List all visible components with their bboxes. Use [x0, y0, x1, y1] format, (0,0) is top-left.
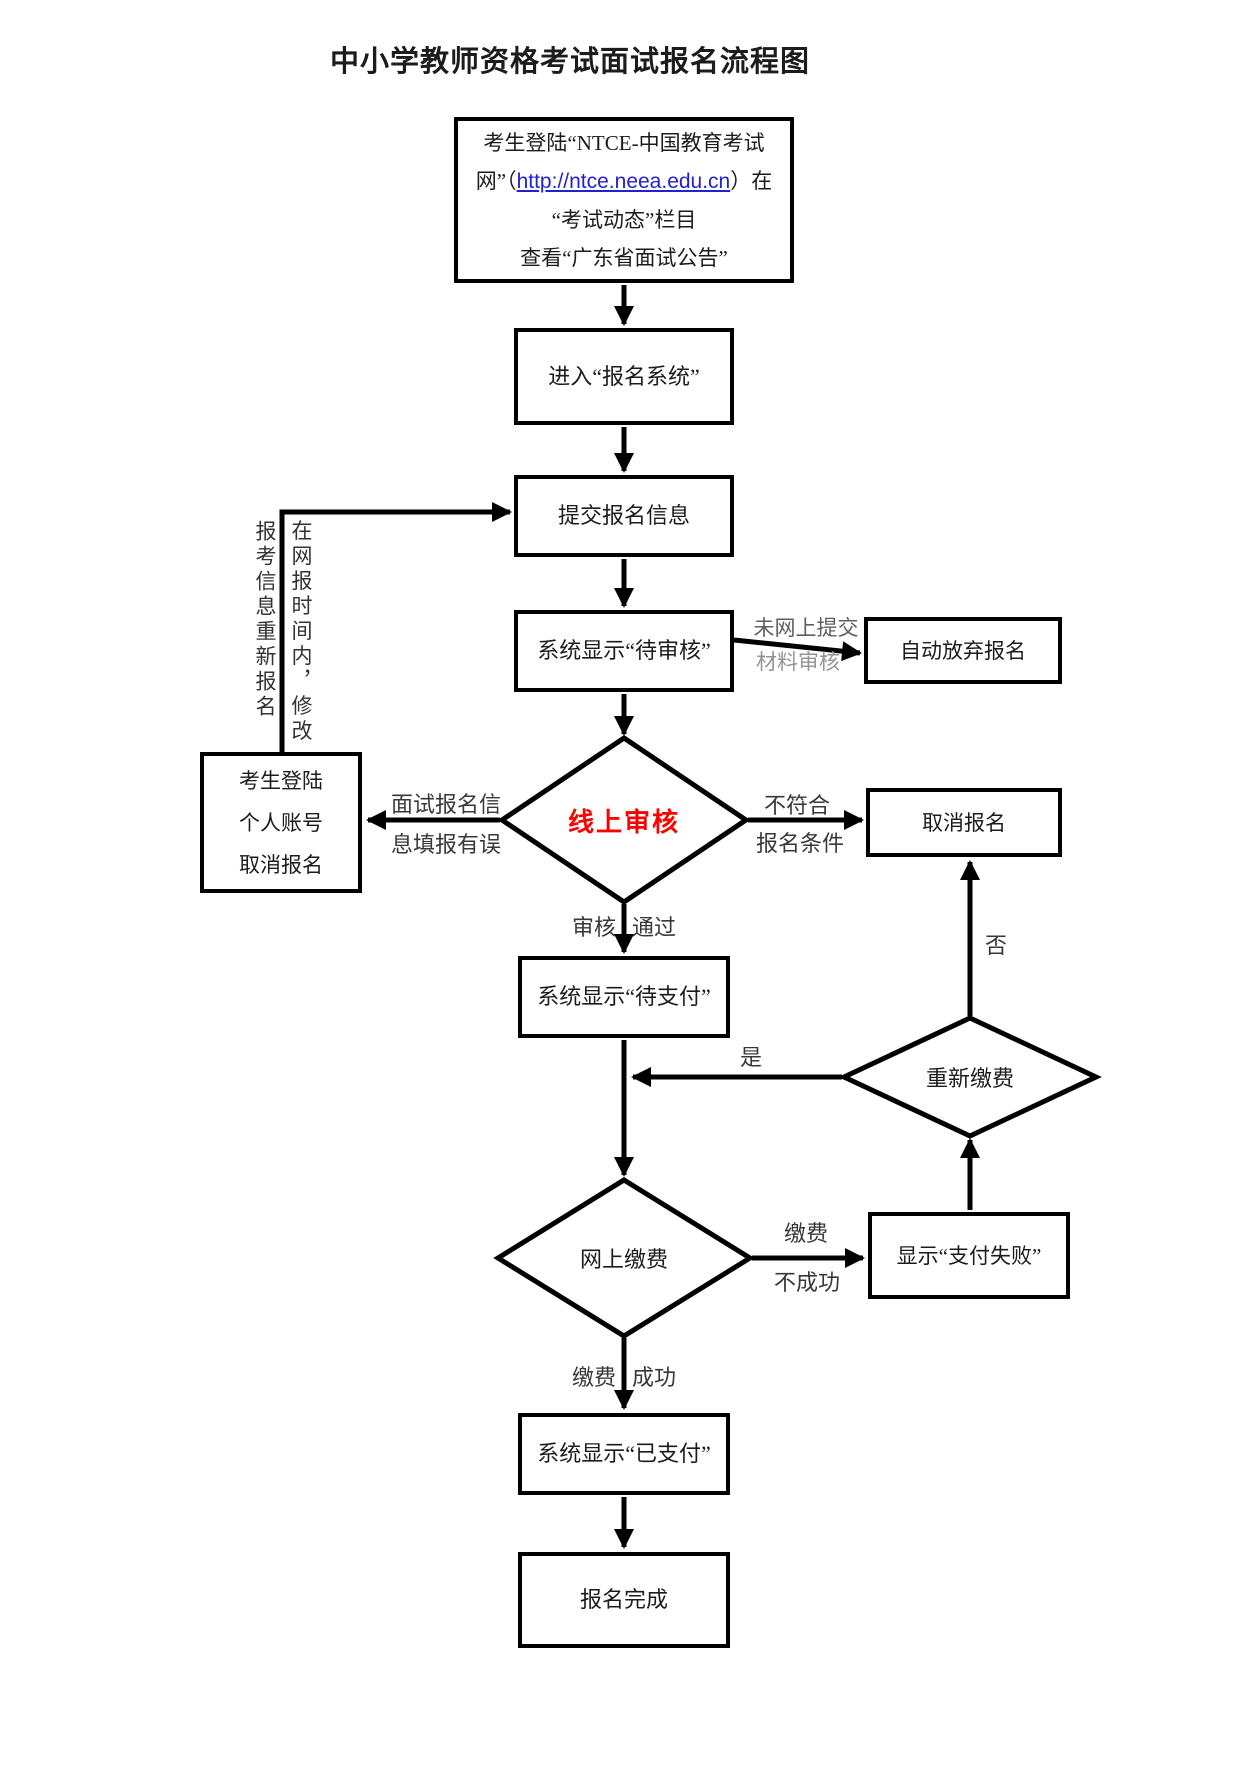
label-yes: 是 — [739, 1045, 763, 1070]
login-portal-line3: “考试动态”栏目 — [551, 207, 697, 232]
pending-payment-label: 系统显示“待支付” — [537, 984, 711, 1009]
label-not-qualified-1: 不符合 — [763, 793, 831, 818]
label-no: 否 — [984, 933, 1008, 958]
node-enter-system: 进入“报名系统” — [514, 328, 734, 425]
cancel-registration-label: 取消报名 — [922, 810, 1006, 835]
label-pay: 缴费 — [571, 1365, 616, 1390]
decision-online-review-shape — [497, 734, 751, 906]
decision-repay-label: 重新缴费 — [880, 1057, 1060, 1097]
node-pending-payment: 系统显示“待支付” — [518, 956, 730, 1038]
complete-label: 报名完成 — [579, 1587, 668, 1612]
cancel-account-line1: 考生登陆 — [239, 768, 323, 793]
login-portal-line2-suffix: ）在 — [730, 168, 773, 193]
ntce-link[interactable]: http://ntce.neea.edu.cn — [516, 169, 731, 193]
node-complete: 报名完成 — [518, 1552, 730, 1648]
label-info-error-1: 面试报名信 — [390, 792, 502, 817]
label-pay-fail-1: 缴费 — [783, 1221, 829, 1246]
page-title: 中小学教师资格考试面试报名流程图 — [329, 46, 810, 78]
node-paid: 系统显示“已支付” — [518, 1413, 730, 1495]
online-payment-text: 网上缴费 — [579, 1247, 668, 1272]
decision-repay-shape — [838, 1015, 1102, 1139]
online-review-text: 线上审核 — [567, 807, 680, 837]
login-portal-line1: 考生登陆“NTCE-中国教育考试 — [483, 130, 765, 155]
node-cancel-registration: 取消报名 — [866, 788, 1062, 857]
decision-online-payment-shape — [493, 1177, 755, 1339]
label-pass: 通过 — [632, 915, 677, 940]
edge-pending-review-to-abandon — [733, 637, 862, 662]
cancel-account-line2: 个人账号 — [239, 810, 323, 835]
side-note-reapply: 报考信息重新报名 — [253, 520, 277, 720]
repay-text: 重新缴费 — [925, 1066, 1014, 1091]
enter-system-label: 进入“报名系统” — [548, 363, 700, 389]
edge-reapply-feedback — [279, 502, 512, 752]
label-review: 审核 — [571, 915, 616, 940]
label-pay-fail-2: 不成功 — [773, 1270, 841, 1295]
node-payment-failed: 显示“支付失败” — [868, 1212, 1070, 1299]
label-not-qualified-2: 报名条件 — [755, 831, 845, 856]
label-review-pass: 审核 通过 — [572, 910, 676, 942]
node-login-portal: 考生登陆“NTCE-中国教育考试 网”（http://ntce.neea.edu… — [454, 117, 794, 283]
node-cancel-via-account: 考生登陆 个人账号 取消报名 — [200, 752, 362, 893]
submit-info-label: 提交报名信息 — [557, 503, 690, 528]
login-portal-line2: 网”（http://ntce.neea.edu.cn）在 — [476, 162, 773, 201]
label-pay-success: 缴费 成功 — [572, 1360, 676, 1392]
decision-online-payment-label: 网上缴费 — [524, 1238, 724, 1278]
login-portal-line2-prefix: 网”（ — [475, 168, 517, 193]
node-auto-abandon: 自动放弃报名 — [864, 617, 1062, 684]
login-portal-line4: 查看“广东省面试公告” — [520, 245, 728, 270]
payment-failed-label: 显示“支付失败” — [896, 1243, 1042, 1268]
pending-review-label: 系统显示“待审核” — [537, 638, 711, 663]
auto-abandon-label: 自动放弃报名 — [900, 638, 1026, 663]
label-success: 成功 — [632, 1365, 677, 1390]
node-submit-info: 提交报名信息 — [514, 475, 734, 557]
paid-label: 系统显示“已支付” — [537, 1441, 711, 1466]
label-no-material-1: 未网上提交 — [753, 616, 859, 640]
node-pending-review: 系统显示“待审核” — [514, 610, 734, 692]
label-info-error-2: 息填报有误 — [390, 832, 502, 857]
label-no-material-2: 材料审核 — [756, 650, 840, 674]
cancel-account-line3: 取消报名 — [239, 852, 323, 877]
decision-online-review-label: 线上审核 — [524, 800, 724, 840]
side-note-modify: 在网报时间内，修改 — [289, 519, 313, 745]
